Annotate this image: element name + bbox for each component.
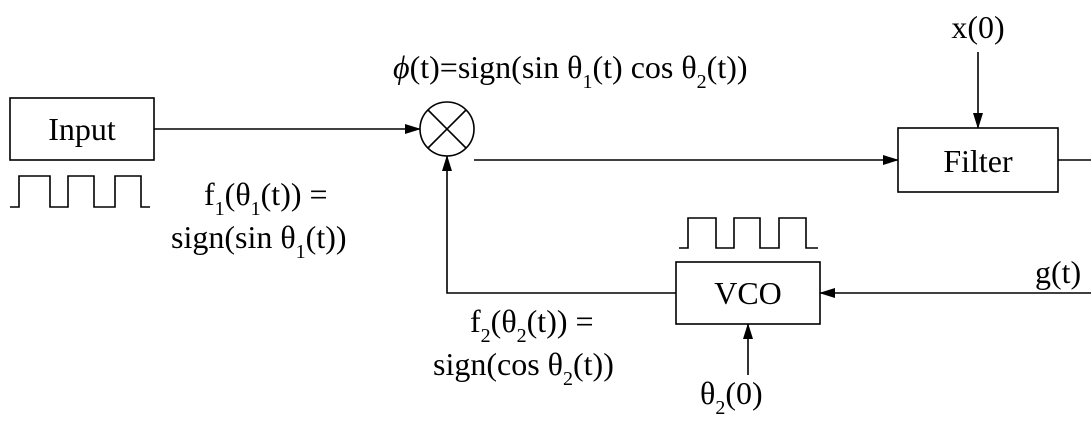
input-square-wave-icon: [10, 175, 150, 208]
x0-label: x(0): [951, 9, 1004, 45]
f2-definition: sign(cos θ2(t)): [433, 346, 614, 390]
multiplier-circle-x-icon: [419, 101, 475, 157]
vco-square-wave-icon: [679, 217, 818, 249]
filter-block: [897, 127, 1059, 193]
phi-equation: ϕ(t)=sign(sin θ1(t) cos θ2(t)): [393, 49, 748, 93]
input-block: [9, 97, 155, 161]
f1-equation: f1(θ1(t)) =: [204, 176, 328, 220]
filter-block-label: Filter: [943, 143, 1013, 179]
gt-label: g(t): [1035, 254, 1081, 290]
f1-definition: sign(sin θ1(t)): [171, 219, 347, 263]
theta20-label: θ2(0): [700, 375, 763, 419]
vco-block-label: VCO: [714, 275, 782, 311]
input-block-label: Input: [48, 111, 116, 147]
wire-vco-to-multiplier: [442, 155, 676, 294]
phi-symbol: ϕ: [393, 49, 410, 85]
f2-equation: f2(θ2(t)) =: [470, 303, 594, 347]
